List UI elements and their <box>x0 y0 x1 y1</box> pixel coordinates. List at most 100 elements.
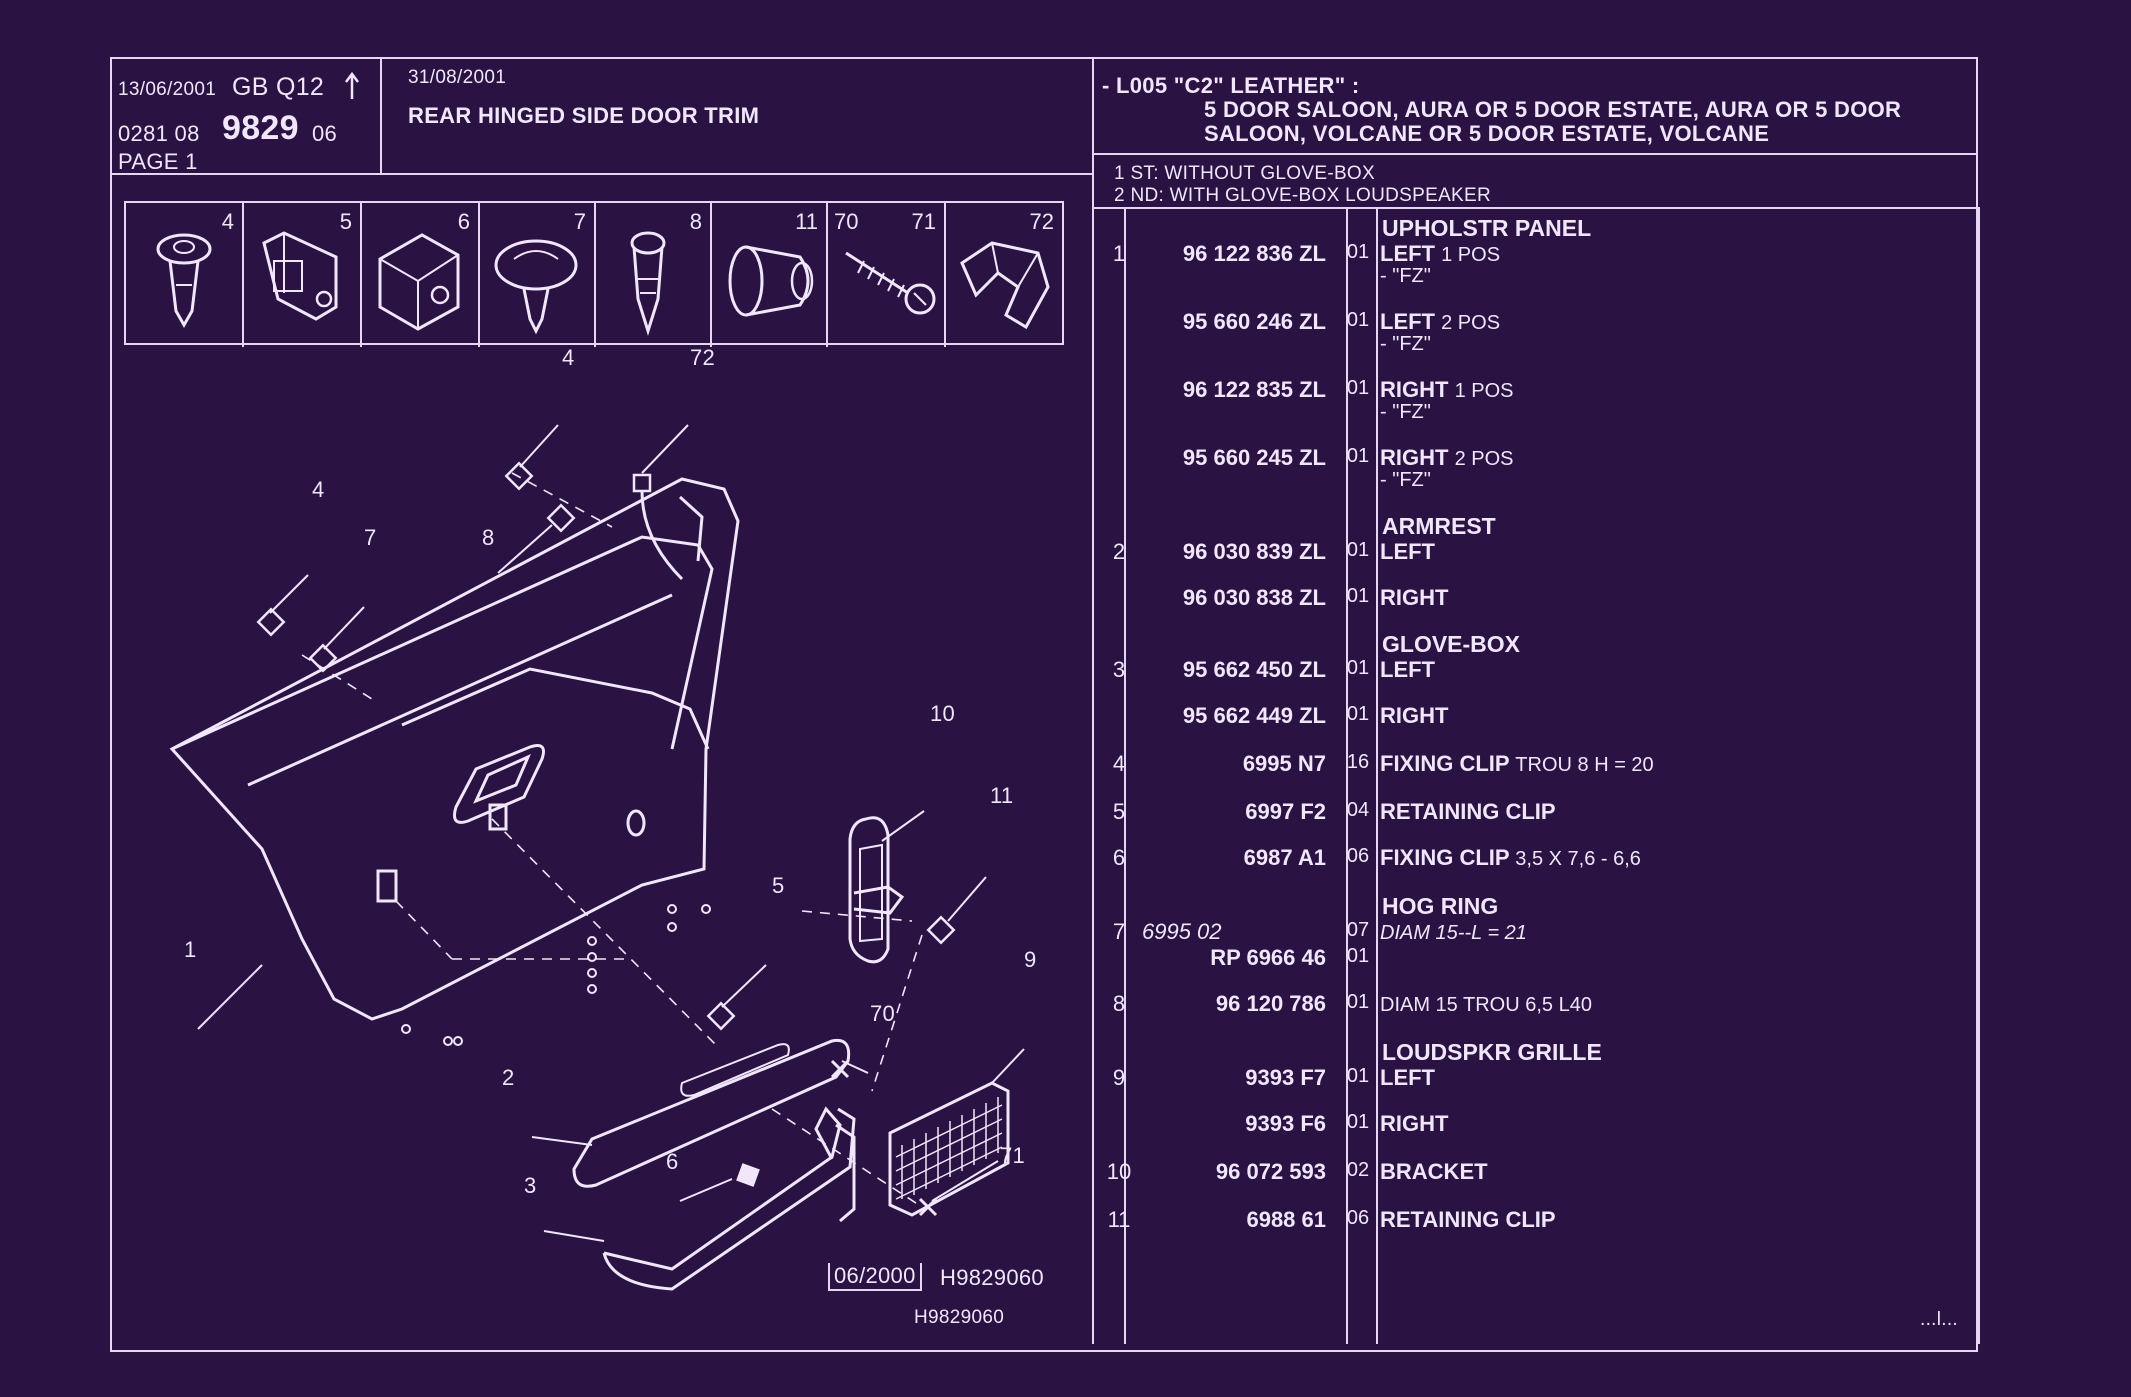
column-line <box>1124 207 1126 1344</box>
row-cell: RIGHT 2 POS <box>1380 445 1514 471</box>
row-cell: RETAINING CLIP <box>1380 1207 1556 1232</box>
code-suffix: 06 <box>312 121 338 146</box>
callout: 2 <box>502 1065 515 1090</box>
thumb-5: 5 <box>244 203 362 347</box>
row-cell: LEFT <box>1380 309 1435 334</box>
row-cell: 1 <box>1112 241 1126 266</box>
row-cell: 6997 F2 <box>1245 799 1326 824</box>
callout: 4 <box>312 477 325 502</box>
group-armrest: ARMREST <box>1382 513 1496 539</box>
row-cell: 3 <box>1112 657 1126 682</box>
row-cell: LEFT 1 POS <box>1380 241 1500 267</box>
row-cell: 96 030 839 ZL <box>1182 539 1326 564</box>
row-sub: - "FZ" <box>1380 401 1431 423</box>
row-cell: 5 <box>1112 799 1126 824</box>
row-cell: 6988 61 <box>1246 1207 1326 1232</box>
column-line <box>1978 207 1980 1344</box>
table-row: 1 96 122 836 ZL 01 LEFT 1 POS <box>1104 241 1978 275</box>
thumb-8: 8 <box>596 203 712 347</box>
thumb-72: 72 <box>946 203 1062 347</box>
row-cell: 07 <box>1346 919 1370 941</box>
row-cell: 01 <box>1346 1111 1370 1133</box>
row-cell: LEFT <box>1380 657 1435 682</box>
thumb-number: 70 <box>834 209 859 234</box>
row-cell: DIAM 15 TROU 6,5 L40 <box>1380 994 1592 1016</box>
thumb-number: 8 <box>689 209 702 234</box>
thumb-number: 4 <box>221 209 234 234</box>
divider <box>380 59 382 175</box>
arrow-up-icon <box>345 71 359 99</box>
row-cell: 01 <box>1346 585 1370 607</box>
row-cell: 95 660 245 ZL <box>1182 445 1326 470</box>
group-grille: LOUDSPKR GRILLE <box>1382 1039 1602 1065</box>
thumb-number: 5 <box>339 209 352 234</box>
handle-recess <box>453 744 545 824</box>
thumb-number: 11 <box>795 209 818 234</box>
armrest <box>572 1038 851 1188</box>
glove-box <box>603 1106 842 1271</box>
note-2: 2 ND: WITH GLOVE-BOX LOUDSPEAKER <box>1114 185 1492 206</box>
row-cell: 2 POS <box>1454 448 1514 470</box>
table-row: 11 6988 61 06 RETAINING CLIP <box>1104 1207 1978 1241</box>
row-cell: 01 <box>1346 703 1370 725</box>
row-sub: - "FZ" <box>1380 469 1431 491</box>
row-cell: 01 <box>1346 539 1370 561</box>
callout: 1 <box>184 937 197 962</box>
parts-table: UPHOLSTR PANEL 1 96 122 836 ZL 01 LEFT 1 P… <box>1104 209 1978 1339</box>
code-main: 9829 <box>222 109 299 147</box>
row-cell: 6995 02 <box>1142 919 1222 944</box>
row-cell: 9393 F6 <box>1245 1111 1326 1136</box>
continued-mark: ...l... <box>1920 1309 1958 1330</box>
row-cell: 06 <box>1346 1207 1370 1229</box>
row-cell: RIGHT <box>1380 585 1449 610</box>
row-cell: 96 122 835 ZL <box>1182 377 1326 402</box>
date-right: 31/08/2001 <box>408 67 507 88</box>
column-line <box>1376 207 1378 1344</box>
row-cell: RIGHT <box>1380 585 1448 611</box>
row-cell: FIXING CLIP TROU 8 H = 20 <box>1380 751 1654 777</box>
group-upholstr: UPHOLSTR PANEL <box>1382 215 1592 241</box>
row-cell: 01 <box>1346 241 1370 263</box>
row-cell: DIAM 15 TROU 6,5 L40 <box>1380 991 1592 1017</box>
callout: 5 <box>772 873 785 898</box>
thumb-7: 7 <box>480 203 596 347</box>
row-cell: FIXING CLIP <box>1380 845 1510 870</box>
row-cell: RIGHT <box>1380 1111 1449 1136</box>
row-cell: 01 <box>1346 657 1370 679</box>
row-cell: LEFT 2 POS <box>1380 309 1500 335</box>
screw-clip-icon <box>630 231 666 337</box>
fixing-clip-icon <box>378 233 460 331</box>
row-cell: 96 122 836 ZL <box>1182 241 1326 266</box>
row-cell: 9393 F7 <box>1245 1065 1326 1090</box>
row-cell: 1 POS <box>1454 380 1514 402</box>
row-cell: 2 POS <box>1441 312 1501 334</box>
row-cell: 9 <box>1112 1065 1126 1090</box>
row-cell: 04 <box>1346 799 1370 821</box>
row-cell: FIXING CLIP 3,5 X 7,6 - 6,6 <box>1380 845 1641 871</box>
row-cell: RETAINING CLIP <box>1380 1207 1556 1233</box>
page-label: PAGE 1 <box>118 149 198 174</box>
thumb-11: 11 <box>712 203 828 347</box>
row-cell: 11 <box>1107 1207 1131 1232</box>
row-cell: RIGHT 1 POS <box>1380 377 1514 403</box>
exploded-diagram <box>169 424 1025 1291</box>
code-prefix: 0281 08 <box>118 121 200 146</box>
push-clip-icon <box>156 233 212 329</box>
date-left: 13/06/2001 <box>118 79 217 100</box>
row-cell: 96 072 593 <box>1215 1159 1326 1184</box>
fastener-strip: 4 5 6 7 <box>124 201 1064 347</box>
column-line <box>1346 207 1348 1344</box>
spec-line3: SALOON, VOLCANE OR 5 DOOR ESTATE, VOLCAN… <box>1204 121 1770 146</box>
spec-line2: 5 DOOR SALOON, AURA OR 5 DOOR ESTATE, AU… <box>1204 97 1902 122</box>
row-cell: 6987 A1 <box>1243 845 1326 870</box>
row-cell: 16 <box>1346 751 1370 773</box>
